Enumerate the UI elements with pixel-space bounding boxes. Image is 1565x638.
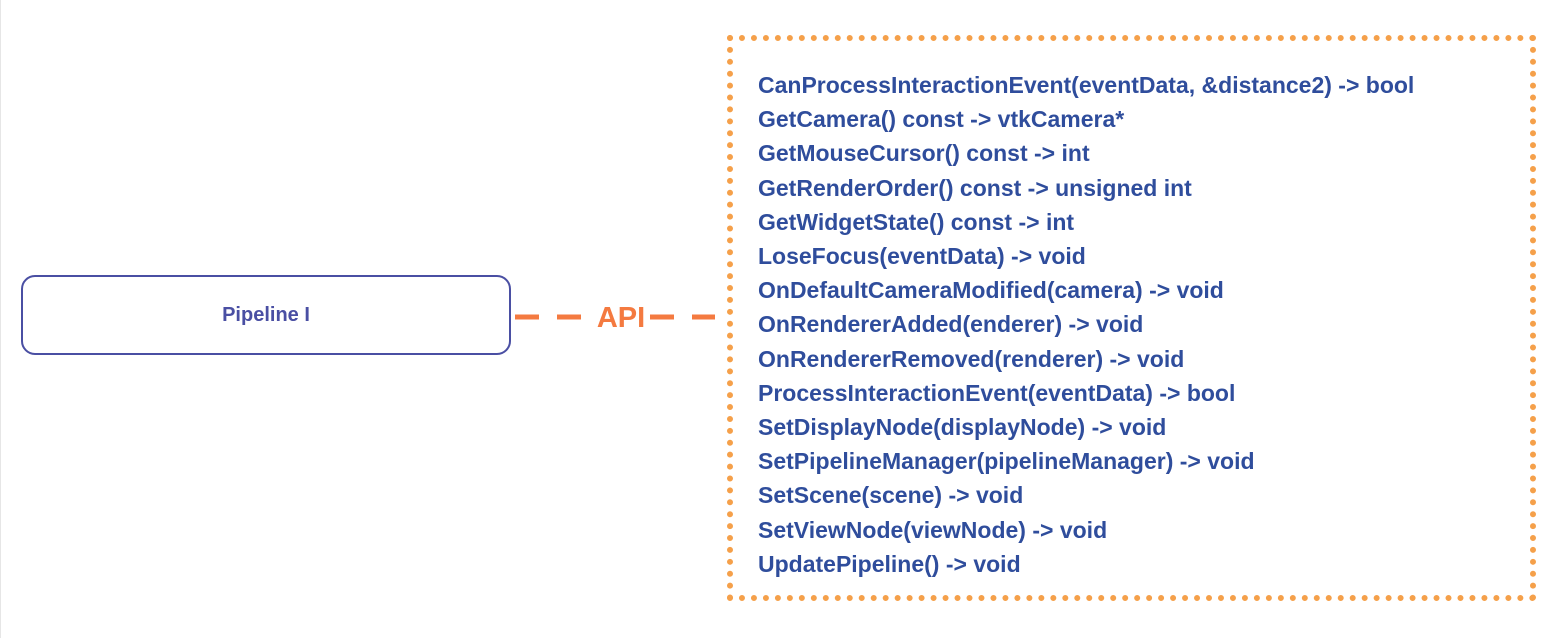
api-method-list: CanProcessInteractionEvent(eventData, &d… (758, 68, 1414, 581)
api-method: SetDisplayNode(displayNode) -> void (758, 414, 1167, 441)
page-left-border (0, 0, 1, 638)
api-method: UpdatePipeline() -> void (758, 550, 1021, 577)
api-connector-label: API (592, 298, 650, 338)
api-method: CanProcessInteractionEvent(eventData, &d… (758, 72, 1415, 98)
api-method: OnRendererAdded(enderer) -> void (758, 311, 1144, 338)
api-method: OnRendererRemoved(renderer) -> void (758, 345, 1185, 372)
api-method: SetViewNode(viewNode) -> void (758, 516, 1108, 543)
api-method: SetPipelineManager(pipelineManager) -> v… (758, 448, 1255, 475)
api-method: GetCamera() const -> vtkCamera* (758, 106, 1125, 133)
api-method: LoseFocus(eventData) -> void (758, 243, 1086, 270)
api-method: GetWidgetState() const -> int (758, 208, 1075, 235)
api-method: GetMouseCursor() const -> int (758, 140, 1090, 167)
api-method: SetScene(scene) -> void (758, 482, 1024, 509)
api-method-box: CanProcessInteractionEvent(eventData, &d… (727, 35, 1536, 601)
api-method: ProcessInteractionEvent(eventData) -> bo… (758, 379, 1236, 406)
pipeline-node-label: Pipeline I (222, 303, 310, 326)
pipeline-node[interactable]: Pipeline I (21, 275, 511, 355)
api-method: OnDefaultCameraModified(camera) -> void (758, 277, 1224, 304)
api-method: GetRenderOrder() const -> unsigned int (758, 174, 1192, 201)
